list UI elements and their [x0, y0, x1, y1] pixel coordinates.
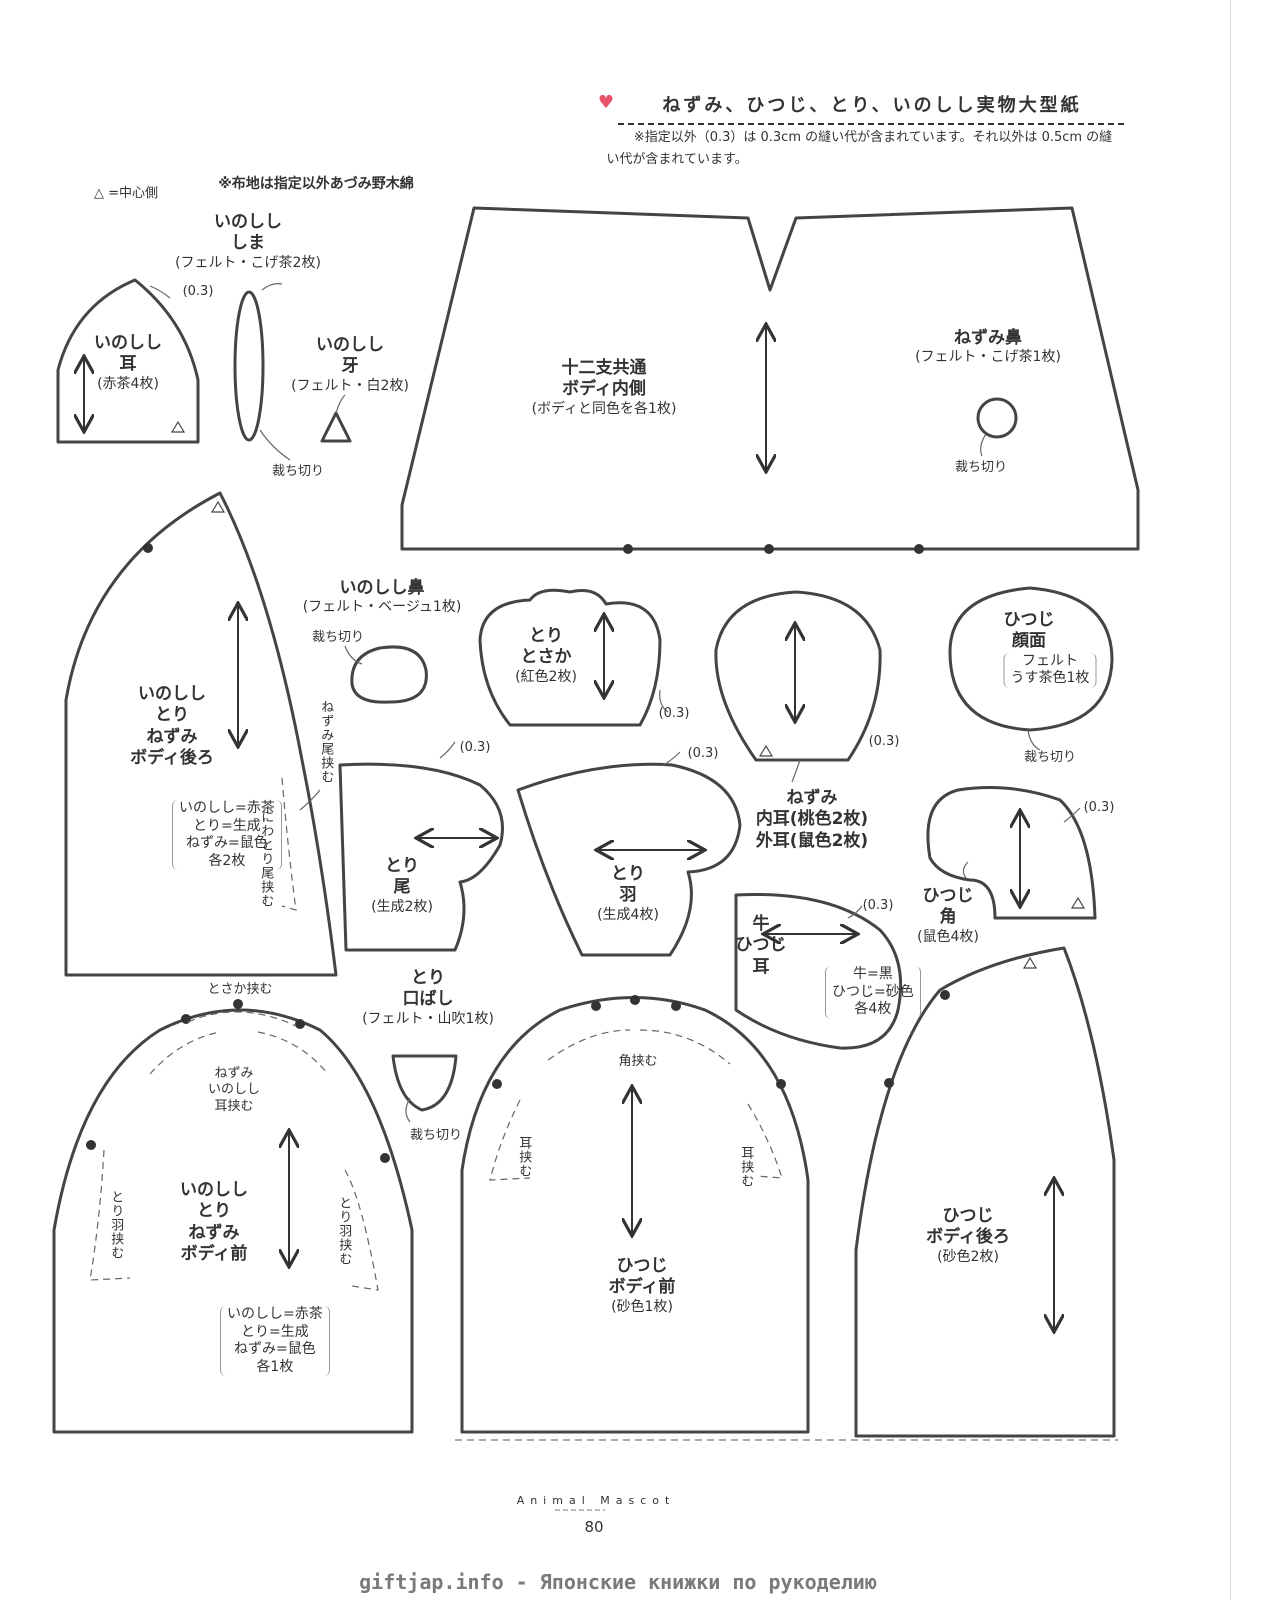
sheep-face-piece [948, 586, 1114, 732]
bird-tail-piece [338, 762, 504, 952]
seam-label: (0.3) [182, 284, 214, 299]
bird-tail-label: とり 尾 (生成2枚) [371, 856, 433, 915]
beak-piece [391, 1054, 458, 1112]
page-number: 80 [584, 1518, 604, 1536]
mouse-nose-label: ねずみ鼻 (フェルト・こげ茶1枚) [915, 328, 1061, 366]
sheep-horn-label: ひつじ 角 (鼠色4枚) [917, 886, 979, 945]
seam-label: (0.3) [658, 706, 690, 721]
cut-label: 裁ち切り [311, 630, 365, 645]
back-body-piece [64, 491, 338, 977]
boar-tusk-piece [320, 411, 352, 443]
front-body-label: いのしし とり ねずみ ボディ前 [180, 1180, 248, 1264]
cut-label: 裁ち切り [271, 464, 325, 479]
sheep-back-label: ひつじ ボディ後ろ (砂色2枚) [926, 1206, 1010, 1265]
beak-label: とり 口ばし (フェルト・山吹1枚) [362, 968, 494, 1027]
ear-insert-label-left: 耳挟む [516, 1136, 532, 1178]
mouse-tail-insert-label: ねずみ尾挟む [318, 700, 334, 784]
cut-label: 裁ち切り [409, 1128, 463, 1143]
bird-wing-label: とり 羽 (生成4枚) [597, 864, 659, 923]
seam-label: (0.3) [862, 898, 894, 913]
seam-label: (0.3) [1083, 800, 1115, 815]
page-title: ねずみ、ひつじ、とり、いのしし実物大型紙 [662, 95, 1082, 116]
page-edge [1230, 0, 1231, 1600]
cut-label: 裁ち切り [1023, 750, 1077, 765]
horn-insert-label: 角挟む [618, 1054, 658, 1069]
boar-tusk-label: いのしし 牙 (フェルト・白2枚) [291, 335, 409, 394]
bird-wing-piece [516, 762, 742, 957]
cow-ear-label: 牛 ひつじ 耳 [735, 914, 787, 977]
wing-insert-label-right: とり羽挟む [336, 1196, 352, 1266]
mouse-nose-piece [976, 397, 1018, 439]
seam-label: (0.3) [459, 740, 491, 755]
sheep-front-label: ひつじ ボディ前 (砂色1枚) [608, 1256, 676, 1315]
boar-nose-label: いのしし鼻 (フェルト・ベージュ1枚) [302, 578, 462, 616]
footer-brand: Animal Mascot [516, 1494, 676, 1507]
heart-icon: ♥ [597, 92, 615, 113]
comb-piece [478, 588, 662, 727]
boar-ear-label: いのしし 耳 (赤茶4枚) [94, 333, 162, 392]
comb-label: とり とさか (紅色2枚) [515, 626, 577, 685]
boar-stripe-label: いのしし しま (フェルト・こげ茶2枚) [175, 212, 321, 271]
center-mark-note: △ =中心側 [93, 186, 159, 201]
cut-label: 裁ち切り [954, 460, 1008, 475]
comb-insert-label: とさか挟む [207, 982, 273, 997]
fabric-note: ※布地は指定以外あづみ野木綿 [218, 176, 414, 192]
boar-stripe-piece [233, 290, 265, 442]
inner-body-label: 十二支共通 ボディ内側 (ボディと同色を各1枚) [531, 358, 677, 417]
wing-insert-label-left: とり羽挟む [108, 1190, 124, 1260]
front-body-piece [52, 1008, 414, 1434]
mouse-ear-piece [714, 590, 882, 762]
back-body-label: いのしし とり ねずみ ボディ後ろ [130, 684, 214, 768]
ear-insert-label-right: 耳挟む [738, 1146, 754, 1188]
boar-nose-piece [350, 645, 428, 704]
seam-label: (0.3) [868, 734, 900, 749]
chicken-tail-insert-label: にわとり尾挟む [258, 810, 274, 908]
seam-note-line2: い代が含まれています。 [606, 152, 748, 167]
watermark: giftjap.info - Японские книжки по рукоде… [359, 1570, 877, 1594]
sheep-face-label: ひつじ 顔面 フェルト うす茶色1枚 [1003, 610, 1097, 688]
seam-label: (0.3) [687, 746, 719, 761]
ear-insert-front-label: ねずみ いのしし 耳挟む [207, 1066, 261, 1114]
seam-note-line1: ※指定以外（0.3）は 0.3cm の縫い代が含まれています。それ以外は 0.5… [633, 130, 1113, 145]
mouse-ear-label: ねずみ 内耳(桃色2枚) 外耳(鼠色2枚) [755, 788, 869, 851]
inner-body-piece [400, 206, 1140, 551]
